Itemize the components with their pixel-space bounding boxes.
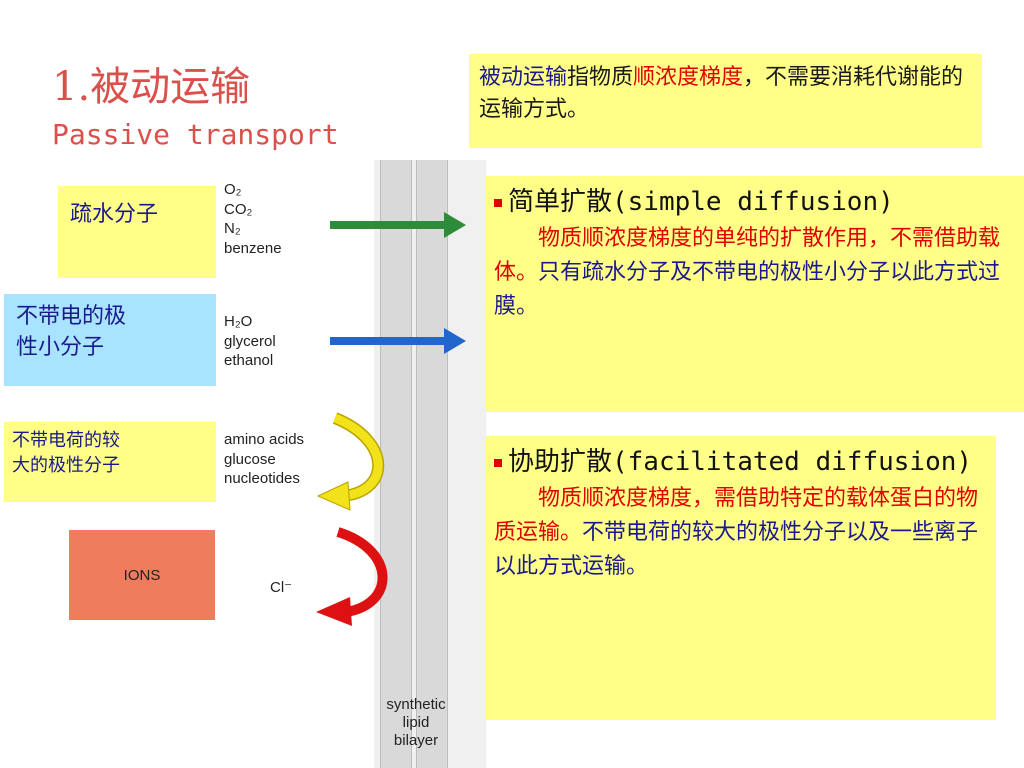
- chloride-label: Cl⁻: [270, 579, 293, 596]
- simple-diffusion-body: 物质顺浓度梯度的单纯的扩散作用，不需借助载体。只有疏水分子及不带电的极性小分子以…: [494, 222, 1016, 324]
- simple-diffusion-red-text: 物质顺浓度梯度的单纯的扩散作用，不需借助载体。: [494, 225, 1001, 285]
- lipid-bilayer: [374, 160, 486, 768]
- green-arrow: [330, 212, 466, 238]
- bullet-icon: [494, 198, 502, 207]
- molecule-list-small-polar: H₂O glycerol ethanol: [224, 312, 276, 371]
- facilitated-diffusion-red-text: 物质顺浓度梯度，需借助特定的载体蛋白的物质运输。: [494, 485, 979, 545]
- molecule-item: nucleotides: [224, 470, 300, 487]
- molecule-item: glycerol: [224, 332, 276, 350]
- definition-gradient: 顺浓度梯度: [633, 65, 744, 90]
- yellow-curved-arrow: [316, 412, 385, 511]
- simple-diffusion-heading-text: 简单扩散(simple diffusion): [508, 187, 894, 217]
- bilayer-label: synthetic lipid bilayer: [366, 696, 466, 750]
- simple-diffusion-heading: 简单扩散(simple diffusion): [494, 184, 1016, 222]
- molecule-list-large-polar: amino acids glucose nucleotides: [224, 430, 304, 489]
- molecule-item: benzene: [224, 239, 282, 257]
- ions-box: IONS: [69, 530, 215, 620]
- definition-box: 被动运输指物质顺浓度梯度，不需要消耗代谢能的运输方式。: [469, 54, 982, 148]
- simple-diffusion-blue-text: 只有疏水分子及不带电的极性小分子以此方式过膜。: [494, 259, 1001, 319]
- simple-diffusion-box: 简单扩散(simple diffusion) 物质顺浓度梯度的单纯的扩散作用，不…: [486, 176, 1024, 412]
- molecule-item: O₂: [224, 181, 242, 198]
- page-title: 1.被动运输: [52, 64, 251, 110]
- bullet-icon: [494, 458, 502, 467]
- label-small-polar-line: 不带电的极: [16, 304, 127, 329]
- molecule-item: H₂O: [224, 313, 253, 330]
- bilayer-label-line: bilayer: [393, 732, 439, 749]
- label-large-polar-line: 大的极性分子: [12, 455, 120, 477]
- label-small-polar: 不带电的极 性小分子: [4, 294, 216, 386]
- red-curved-arrow: [316, 527, 388, 626]
- bilayer-label-line: synthetic: [386, 696, 446, 713]
- definition-term: 被动运输: [479, 65, 568, 90]
- blue-arrow: [330, 328, 466, 354]
- facilitated-diffusion-heading: 协助扩散(facilitated diffusion): [494, 444, 988, 482]
- molecule-item: glucose: [224, 450, 276, 468]
- label-hydrophobic: 疏水分子: [58, 186, 216, 278]
- facilitated-diffusion-heading-text: 协助扩散(facilitated diffusion): [508, 447, 973, 477]
- definition-text-1: 指物质: [567, 65, 634, 90]
- label-large-polar-line: 不带电荷的较: [12, 430, 120, 451]
- definition-text-2: ，不需要消耗代谢能的运输方式。: [479, 65, 964, 122]
- label-large-polar: 不带电荷的较 大的极性分子: [4, 422, 216, 502]
- label-small-polar-line: 性小分子: [16, 334, 105, 360]
- facilitated-diffusion-blue-text: 不带电荷的较大的极性分子以及一些离子以此方式运输。: [494, 519, 979, 579]
- facilitated-diffusion-body: 物质顺浓度梯度，需借助特定的载体蛋白的物质运输。不带电荷的较大的极性分子以及一些…: [494, 482, 988, 584]
- molecule-item: N₂: [224, 220, 241, 237]
- molecule-list-hydrophobic: O₂ CO₂ N₂ benzene: [224, 180, 282, 258]
- molecule-item: amino acids: [224, 431, 305, 448]
- molecule-item: ethanol: [224, 352, 274, 369]
- bilayer-label-line: lipid: [402, 714, 430, 731]
- molecule-item: CO₂: [224, 200, 253, 218]
- facilitated-diffusion-box: 协助扩散(facilitated diffusion) 物质顺浓度梯度，需借助特…: [486, 436, 996, 720]
- page-subtitle: Passive transport: [52, 118, 339, 151]
- bilayer-leaflet-inner: [416, 160, 448, 768]
